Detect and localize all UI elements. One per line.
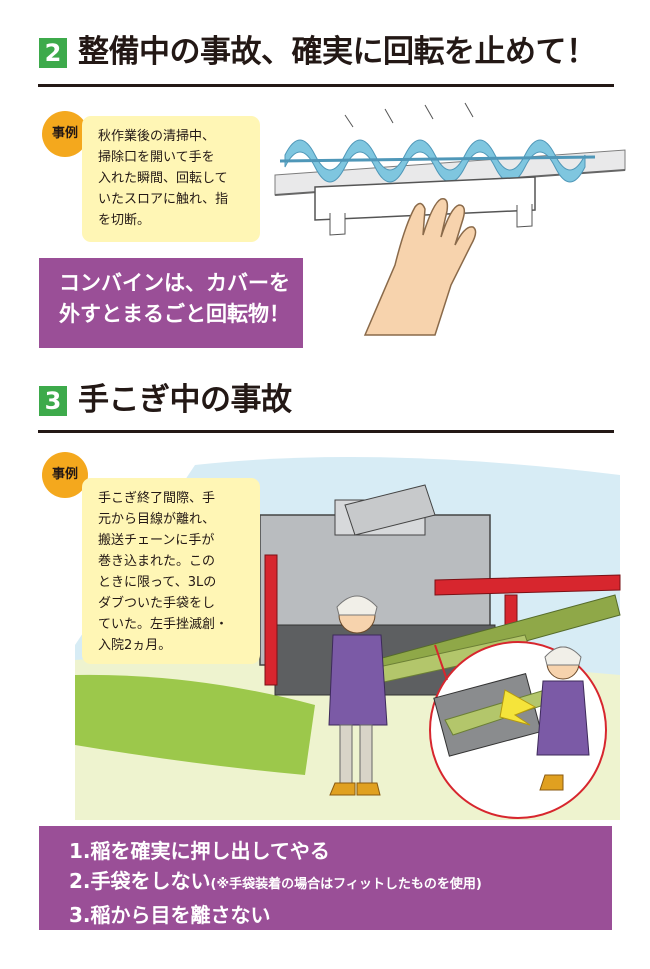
safety-tips-banner: 1.稲を確実に押し出してやる 2.手袋をしない(※手袋装着の場合はフィットしたも…	[39, 826, 612, 930]
section-3-rule	[38, 430, 614, 433]
section-2-case-badge: 事例	[42, 111, 88, 157]
section-2-banner: コンバインは、カバーを 外すとまるごと回転物！	[39, 258, 303, 348]
section-2-number: 2	[39, 38, 67, 68]
auger-hand-illustration	[274, 102, 626, 336]
safety-tip-2: 2.手袋をしない(※手袋装着の場合はフィットしたものを使用)	[69, 866, 612, 900]
safety-tip-3: 3.稲から目を離さない	[69, 900, 612, 930]
safety-tip-2-text: 2.手袋をしない	[69, 869, 211, 893]
section-3-case-text: 手こぎ終了間際、手 元から目線が離れ、 搬送チェーンに手が 巻き込まれた。この …	[82, 478, 260, 664]
safety-tip-1-text: 1.稲を確実に押し出してやる	[69, 839, 330, 863]
section-3-case-badge: 事例	[42, 452, 88, 498]
safety-tip-2-note: (※手袋装着の場合はフィットしたものを使用)	[210, 877, 482, 892]
section-2-rule	[38, 84, 614, 87]
safety-tip-3-text: 3.稲から目を離さない	[69, 903, 271, 927]
safety-tip-1: 1.稲を確実に押し出してやる	[69, 836, 612, 866]
section-2-case-text: 秋作業後の清掃中、 掃除口を開いて手を 入れた瞬間、回転して いたスロアに触れ、…	[82, 116, 260, 242]
section-3-number: 3	[39, 386, 67, 416]
section-3-title: 手こぎ中の事故	[78, 382, 292, 418]
section-2-title: 整備中の事故、確実に回転を止めて！	[78, 34, 597, 70]
